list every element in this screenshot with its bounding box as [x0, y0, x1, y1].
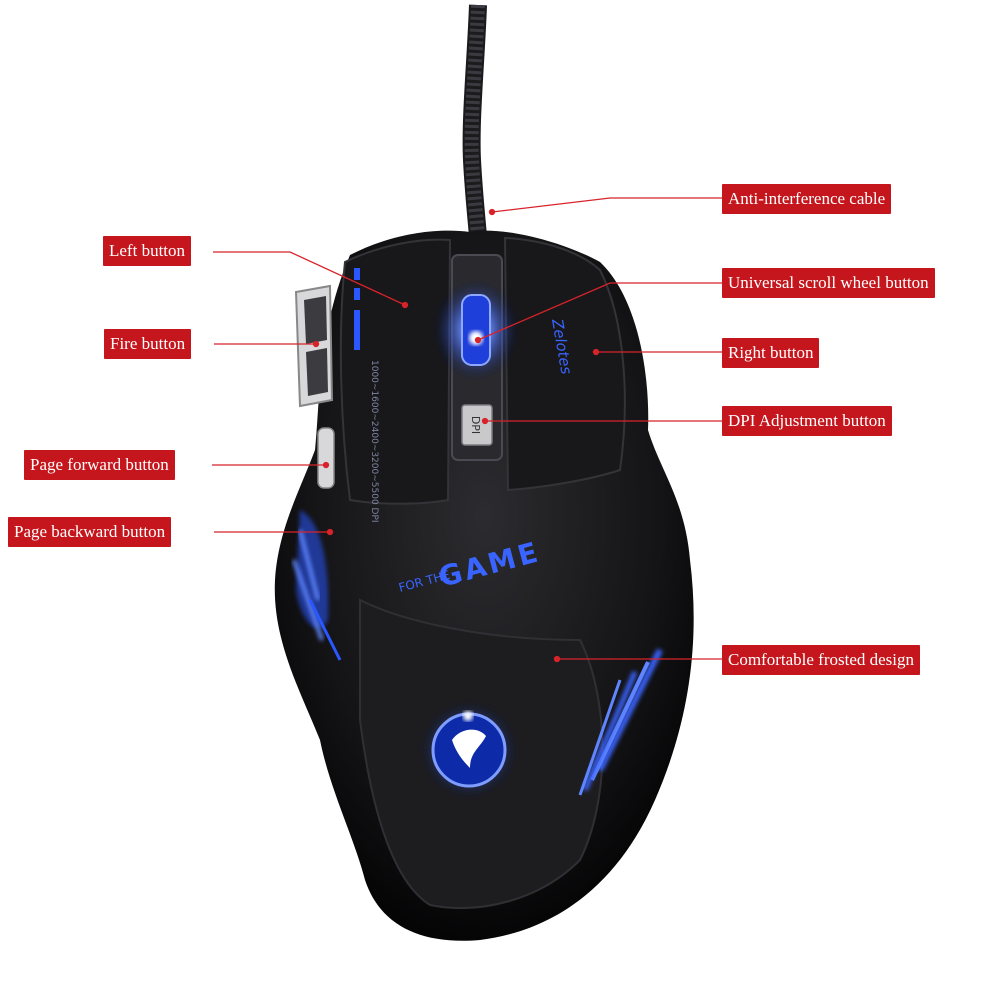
dpi-scale-text: 1000~1600~2400~3200~5500 DPI — [369, 360, 379, 523]
callout-left-button: Left button — [103, 236, 192, 266]
callout-page-backward-button: Page backward button — [8, 517, 172, 547]
scroll-wheel-icon — [461, 294, 491, 366]
callout-page-forward-button: Page forward button — [24, 450, 175, 480]
dpi-button-label: DPI — [469, 416, 482, 434]
callout-right-button: Right button — [722, 338, 820, 368]
callout-comfortable-frosted-design: Comfortable frosted design — [722, 645, 921, 675]
scorpion-logo-icon — [423, 704, 515, 796]
callout-anti-interference-cable: Anti-interference cable — [722, 184, 892, 214]
callout-universal-scroll-wheel-button: Universal scroll wheel button — [722, 268, 935, 298]
callout-dpi-adjustment-button: DPI Adjustment button — [722, 406, 892, 436]
leader-lines — [212, 197, 722, 663]
dpi-button — [461, 404, 493, 446]
cable — [462, 4, 489, 263]
left-button-panel — [339, 238, 452, 505]
right-button-panel — [503, 236, 626, 492]
page-forward-button-shape — [317, 427, 335, 489]
callout-fire-button: Fire button — [104, 329, 192, 359]
right-led-strips — [578, 648, 663, 796]
